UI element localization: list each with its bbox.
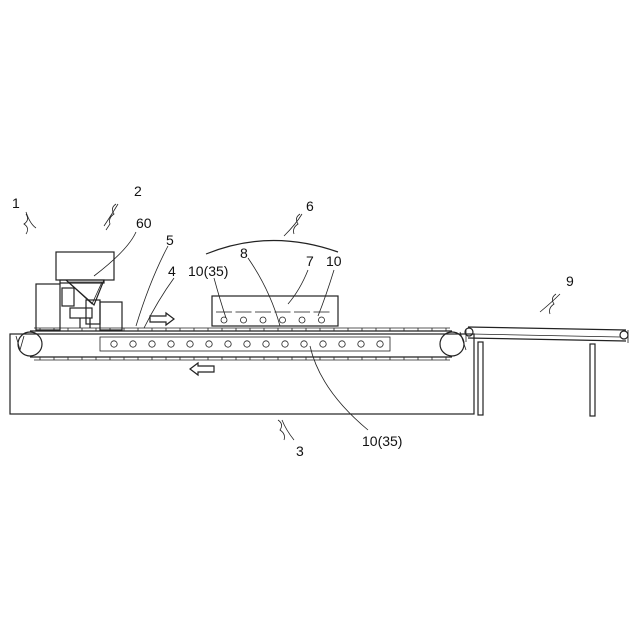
heater-pad-hole bbox=[299, 317, 305, 323]
heater-hole bbox=[301, 341, 307, 347]
label-1: 1 bbox=[12, 195, 20, 211]
heater-hole bbox=[111, 341, 117, 347]
label-2: 2 bbox=[134, 183, 142, 199]
heater-hole bbox=[206, 341, 212, 347]
heater-hole bbox=[358, 341, 364, 347]
squiggle-arrows bbox=[24, 204, 556, 440]
label-7: 7 bbox=[306, 253, 314, 269]
label-6: 6 bbox=[306, 198, 314, 214]
label-5: 5 bbox=[166, 232, 174, 248]
heater-holes bbox=[111, 341, 383, 347]
heater-hole bbox=[168, 341, 174, 347]
arrow-left-icon bbox=[190, 363, 214, 375]
heater-hole bbox=[130, 341, 136, 347]
label-10-right: 10 bbox=[326, 253, 342, 269]
heater-pad-hole bbox=[280, 317, 286, 323]
heating-plate bbox=[100, 337, 390, 351]
arrow-right-icon bbox=[150, 313, 174, 325]
label-3: 3 bbox=[296, 443, 304, 459]
label-9: 9 bbox=[566, 273, 574, 289]
leader-lines bbox=[26, 204, 560, 440]
label-10-35-bottom: 10(35) bbox=[362, 433, 402, 449]
heater-hole bbox=[187, 341, 193, 347]
heater-hole bbox=[377, 341, 383, 347]
heater-hole bbox=[244, 341, 250, 347]
label-60: 60 bbox=[136, 215, 152, 231]
heater-hole bbox=[282, 341, 288, 347]
heater-pad-hole bbox=[319, 317, 325, 323]
heating-bracket bbox=[206, 240, 338, 254]
label-4: 4 bbox=[168, 263, 176, 279]
heater-hole bbox=[225, 341, 231, 347]
label-8: 8 bbox=[240, 245, 248, 261]
label-10-35-top: 10(35) bbox=[188, 263, 228, 279]
conveyor-belt bbox=[16, 328, 466, 360]
heater-pad-hole bbox=[241, 317, 247, 323]
base-housing bbox=[10, 334, 474, 414]
heater-hole bbox=[263, 341, 269, 347]
heater-pad-hole bbox=[260, 317, 266, 323]
heater-hole bbox=[149, 341, 155, 347]
heater-hole bbox=[320, 341, 326, 347]
discharge-conveyor bbox=[465, 327, 628, 416]
heater-hole bbox=[339, 341, 345, 347]
